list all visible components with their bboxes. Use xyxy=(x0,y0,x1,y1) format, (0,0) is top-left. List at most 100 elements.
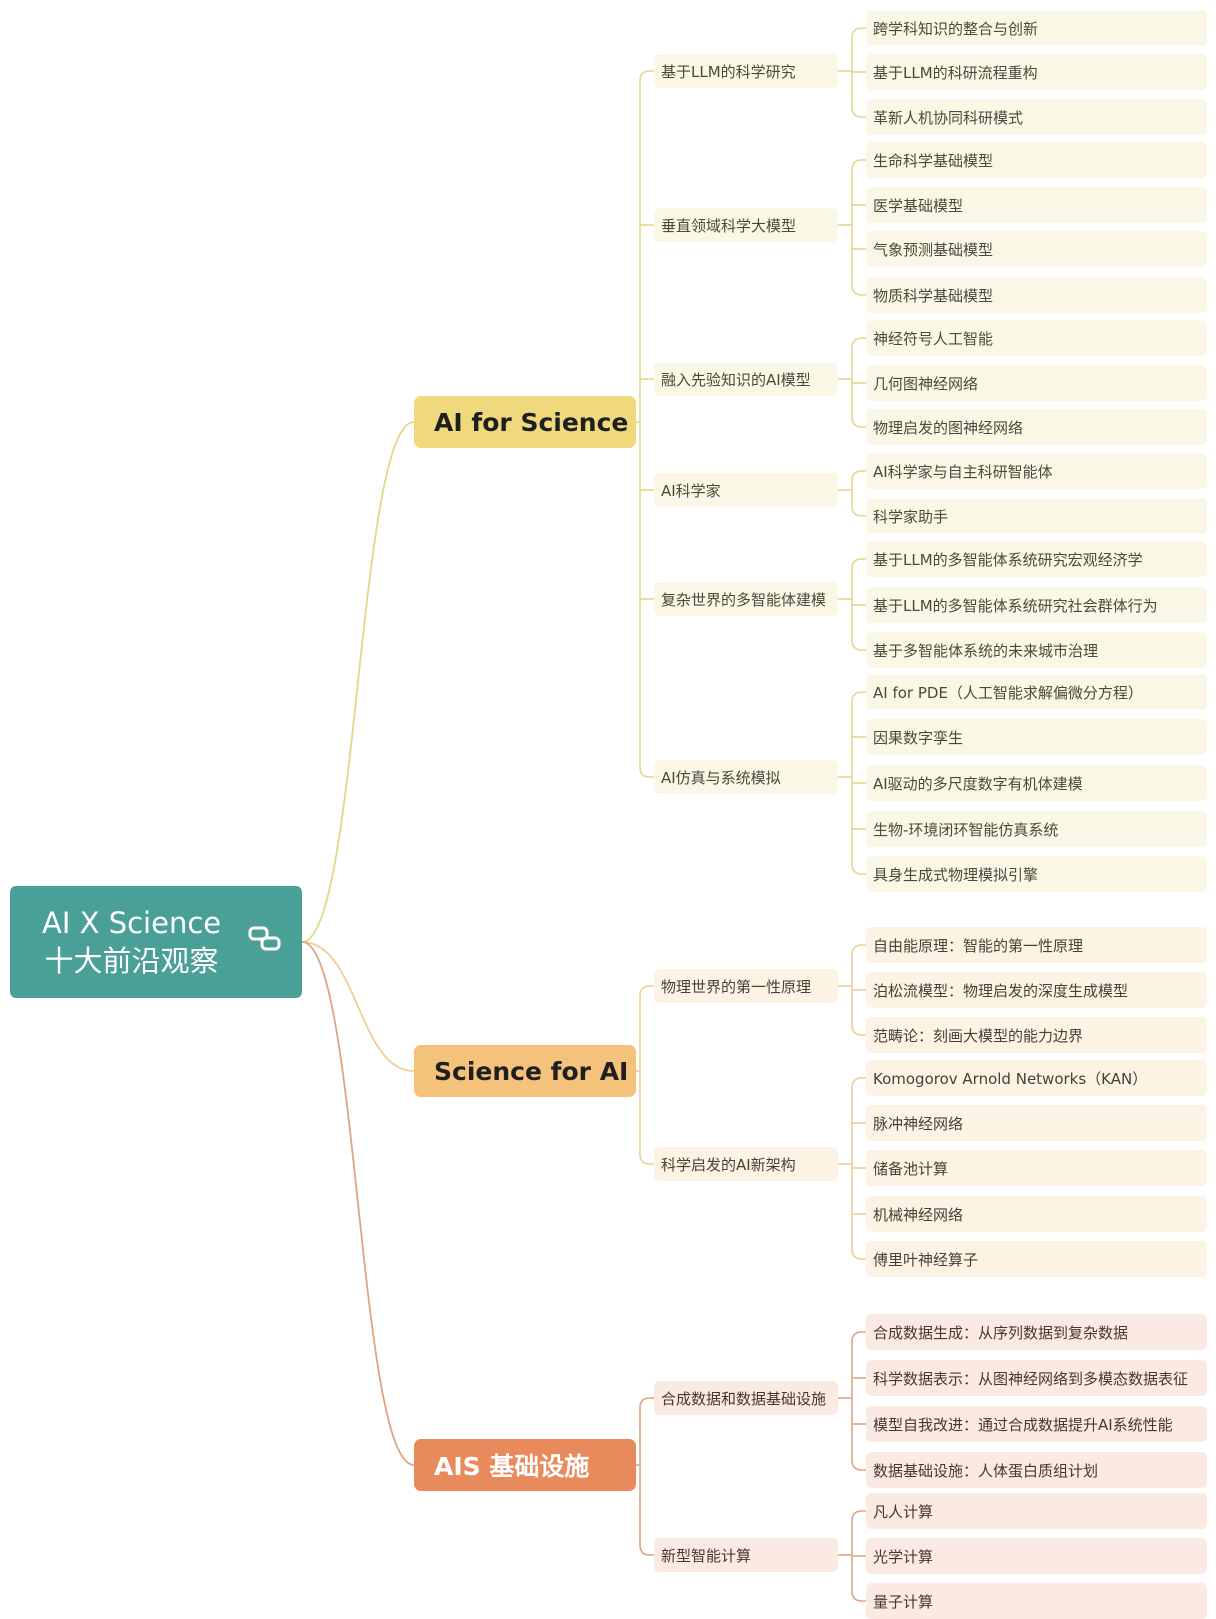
branch-0-label: AI for Science xyxy=(434,407,629,437)
root-connector-2 xyxy=(301,941,415,1466)
root-title-line2: 十大前沿观察 xyxy=(44,944,219,978)
leaf-0-4-2[interactable]: 基于多智能体系统的未来城市治理 xyxy=(866,632,1207,668)
leaf-2-0-3-label: 数据基础设施：人体蛋白质组计划 xyxy=(873,1461,1099,1480)
leaf-2-1-0-label: 凡人计算 xyxy=(873,1502,934,1521)
leaf-1-1-4[interactable]: 傅里叶神经算子 xyxy=(866,1241,1207,1277)
leaf-0-2-2[interactable]: 物理启发的图神经网络 xyxy=(866,409,1207,445)
leaf-0-2-0[interactable]: 神经符号人工智能 xyxy=(866,320,1207,356)
sub-0-5[interactable]: AI仿真与系统模拟 xyxy=(654,760,838,794)
leaf-1-1-0[interactable]: Komogorov Arnold Networks（KAN） xyxy=(866,1060,1207,1096)
leaf-0-4-1[interactable]: 基于LLM的多智能体系统研究社会群体行为 xyxy=(866,587,1207,623)
leaf-0-2-1-label: 几何图神经网络 xyxy=(873,374,979,393)
leaf-1-0-2-label: 范畴论：刻画大模型的能力边界 xyxy=(873,1026,1084,1045)
leaf-0-2-0-label: 神经符号人工智能 xyxy=(873,329,994,348)
leaf-0-3-1-label: 科学家助手 xyxy=(873,507,949,526)
leaf-2-0-2-label: 模型自我改进：通过合成数据提升AI系统性能 xyxy=(873,1415,1173,1434)
leaf-1-0-0-label: 自由能原理：智能的第一性原理 xyxy=(873,936,1084,955)
root-connector-1 xyxy=(301,941,415,1072)
branch-2[interactable]: AIS 基础设施 xyxy=(414,1439,636,1491)
leaf-0-2-1[interactable]: 几何图神经网络 xyxy=(866,365,1207,401)
leaf-0-0-0-label: 跨学科知识的整合与创新 xyxy=(873,19,1039,38)
leaf-1-0-1[interactable]: 泊松流模型：物理启发的深度生成模型 xyxy=(866,972,1207,1008)
leaf-0-1-0[interactable]: 生命科学基础模型 xyxy=(866,142,1207,178)
leaf-2-1-2-label: 量子计算 xyxy=(873,1592,934,1611)
sub-1-1[interactable]: 科学启发的AI新架构 xyxy=(654,1147,838,1181)
leaf-0-5-1[interactable]: 因果数字孪生 xyxy=(866,719,1207,755)
leaf-2-1-0[interactable]: 凡人计算 xyxy=(866,1493,1207,1529)
leaf-0-5-0-label: AI for PDE（人工智能求解偏微分方程） xyxy=(873,683,1143,702)
sub-2-0-label: 合成数据和数据基础设施 xyxy=(661,1389,827,1408)
sub-2-0[interactable]: 合成数据和数据基础设施 xyxy=(654,1381,838,1415)
leaf-0-4-0[interactable]: 基于LLM的多智能体系统研究宏观经济学 xyxy=(866,541,1207,577)
leaf-1-1-1-label: 脉冲神经网络 xyxy=(873,1114,964,1133)
branch-bracket-2 xyxy=(639,1397,654,1556)
branch-bracket-0 xyxy=(639,70,654,778)
leaf-0-5-4-label: 具身生成式物理模拟引擎 xyxy=(873,865,1039,884)
leaf-2-0-0[interactable]: 合成数据生成：从序列数据到复杂数据 xyxy=(866,1314,1207,1350)
leaf-0-0-0[interactable]: 跨学科知识的整合与创新 xyxy=(866,10,1207,46)
leaf-2-0-0-label: 合成数据生成：从序列数据到复杂数据 xyxy=(873,1323,1129,1342)
leaf-0-5-3-label: 生物-环境闭环智能仿真系统 xyxy=(873,820,1059,839)
leaf-2-1-1[interactable]: 光学计算 xyxy=(866,1538,1207,1574)
leaf-1-0-1-label: 泊松流模型：物理启发的深度生成模型 xyxy=(873,981,1129,1000)
leaf-0-3-0[interactable]: AI科学家与自主科研智能体 xyxy=(866,453,1207,489)
leaf-0-1-1[interactable]: 医学基础模型 xyxy=(866,187,1207,223)
leaf-0-1-2[interactable]: 气象预测基础模型 xyxy=(866,231,1207,267)
leaf-0-1-3[interactable]: 物质科学基础模型 xyxy=(866,277,1207,313)
leaf-2-1-1-label: 光学计算 xyxy=(873,1547,934,1566)
leaf-0-5-4[interactable]: 具身生成式物理模拟引擎 xyxy=(866,856,1207,892)
leaf-1-1-3[interactable]: 机械神经网络 xyxy=(866,1196,1207,1232)
sub-0-0-label: 基于LLM的科学研究 xyxy=(661,62,796,81)
sub-0-0[interactable]: 基于LLM的科学研究 xyxy=(654,54,838,88)
branch-1-label: Science for AI xyxy=(434,1056,629,1086)
leaf-1-1-0-label: Komogorov Arnold Networks（KAN） xyxy=(873,1069,1148,1088)
leaf-1-1-2[interactable]: 储备池计算 xyxy=(866,1150,1207,1186)
branch-bracket-1 xyxy=(639,985,654,1165)
sub-0-1-label: 垂直领域科学大模型 xyxy=(661,216,797,235)
leaf-1-0-2[interactable]: 范畴论：刻画大模型的能力边界 xyxy=(866,1017,1207,1053)
leaf-0-4-2-label: 基于多智能体系统的未来城市治理 xyxy=(873,641,1099,660)
leaf-0-5-3[interactable]: 生物-环境闭环智能仿真系统 xyxy=(866,811,1207,847)
sub-0-4[interactable]: 复杂世界的多智能体建模 xyxy=(654,582,838,616)
sub-0-2[interactable]: 融入先验知识的AI模型 xyxy=(654,362,838,396)
leaf-1-0-0[interactable]: 自由能原理：智能的第一性原理 xyxy=(866,927,1207,963)
leaf-0-0-1-label: 基于LLM的科研流程重构 xyxy=(873,63,1038,82)
leaf-0-0-2[interactable]: 革新人机协同科研模式 xyxy=(866,99,1207,135)
sub-0-4-label: 复杂世界的多智能体建模 xyxy=(661,590,827,609)
sub-1-0-label: 物理世界的第一性原理 xyxy=(661,977,812,996)
sub-0-1[interactable]: 垂直领域科学大模型 xyxy=(654,208,838,242)
branch-1[interactable]: Science for AI xyxy=(414,1045,636,1097)
leaf-0-3-0-label: AI科学家与自主科研智能体 xyxy=(873,462,1053,481)
leaf-2-1-2[interactable]: 量子计算 xyxy=(866,1583,1207,1619)
leaf-0-0-1[interactable]: 基于LLM的科研流程重构 xyxy=(866,54,1207,90)
leaf-0-1-2-label: 气象预测基础模型 xyxy=(873,240,994,259)
root-title: AI X Science 十大前沿观察 xyxy=(42,904,221,980)
leaf-2-0-1[interactable]: 科学数据表示：从图神经网络到多模态数据表征 xyxy=(866,1360,1207,1396)
leaf-0-5-0[interactable]: AI for PDE（人工智能求解偏微分方程） xyxy=(866,674,1207,710)
root-node[interactable]: AI X Science 十大前沿观察 xyxy=(10,886,302,998)
leaf-0-3-1[interactable]: 科学家助手 xyxy=(866,498,1207,534)
sub-1-0[interactable]: 物理世界的第一性原理 xyxy=(654,969,838,1003)
leaf-0-5-2-label: AI驱动的多尺度数字有机体建模 xyxy=(873,774,1083,793)
branch-0[interactable]: AI for Science xyxy=(414,396,636,448)
leaf-1-1-2-label: 储备池计算 xyxy=(873,1159,949,1178)
sub-bracket-0-1 xyxy=(851,159,866,296)
sub-0-3-label: AI科学家 xyxy=(661,481,721,500)
sub-0-5-label: AI仿真与系统模拟 xyxy=(661,768,781,787)
leaf-1-1-1[interactable]: 脉冲神经网络 xyxy=(866,1105,1207,1141)
leaf-0-2-2-label: 物理启发的图神经网络 xyxy=(873,418,1024,437)
leaf-2-0-3[interactable]: 数据基础设施：人体蛋白质组计划 xyxy=(866,1452,1207,1488)
leaf-0-4-1-label: 基于LLM的多智能体系统研究社会群体行为 xyxy=(873,596,1158,615)
link-icon xyxy=(248,926,281,951)
root-connector-0 xyxy=(301,421,415,943)
sub-2-1[interactable]: 新型智能计算 xyxy=(654,1538,838,1572)
leaf-1-1-4-label: 傅里叶神经算子 xyxy=(873,1250,979,1269)
sub-1-1-label: 科学启发的AI新架构 xyxy=(661,1155,796,1174)
branch-2-label: AIS 基础设施 xyxy=(434,1452,590,1481)
root-title-line1: AI X Science xyxy=(42,906,222,940)
sub-bracket-2-0 xyxy=(851,1331,866,1471)
leaf-0-5-2[interactable]: AI驱动的多尺度数字有机体建模 xyxy=(866,765,1207,801)
leaf-2-0-2[interactable]: 模型自我改进：通过合成数据提升AI系统性能 xyxy=(866,1406,1207,1442)
sub-0-3[interactable]: AI科学家 xyxy=(654,473,838,507)
